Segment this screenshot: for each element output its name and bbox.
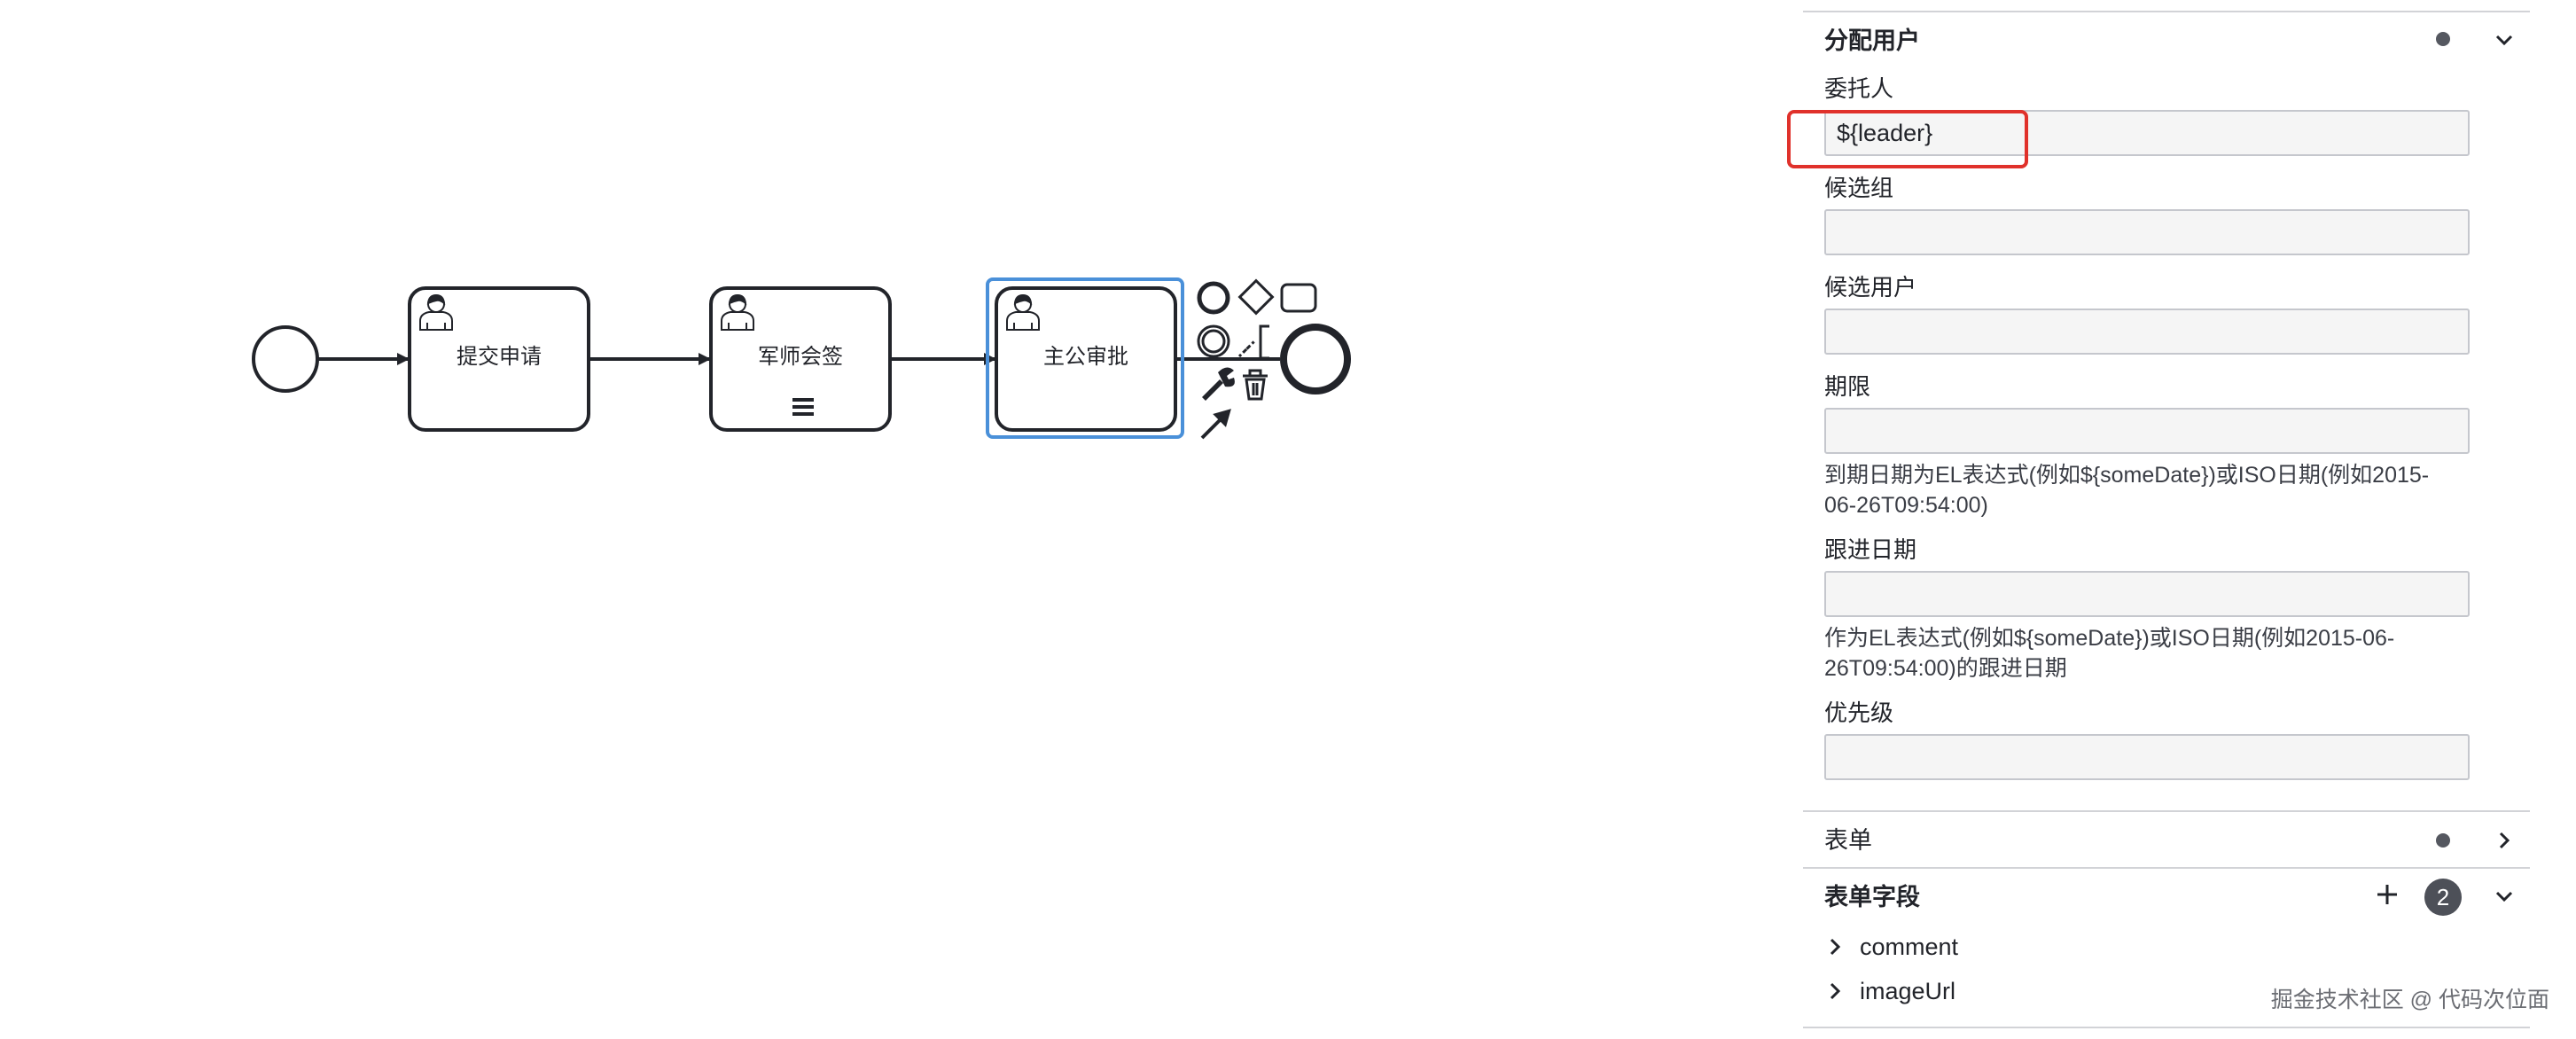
field-label-assignee: 委托人 [1824,75,1894,102]
follow-up-date-input[interactable] [1824,571,2470,617]
due-date-input[interactable] [1824,408,2470,454]
highlight-box [1787,110,2028,168]
end-event-icon[interactable] [1197,281,1230,315]
count-badge: 2 [2424,879,2462,916]
chevron-down-icon[interactable] [2491,27,2517,53]
status-dot-icon [2436,833,2450,848]
task-icon[interactable] [1280,283,1317,313]
due-date-hint: 到期日期为EL表达式(例如${someDate})或ISO日期(例如2015-0… [1824,463,2430,518]
selection-outline [986,277,1184,439]
user-icon [419,293,453,331]
assignee-input[interactable]: ${leader} [1824,110,2470,156]
list-item-label: imageUrl [1860,978,1956,1004]
user-icon [721,293,754,331]
group-title: 分配用户 [1824,27,1920,54]
status-dot-icon [2436,32,2450,46]
divider [1803,11,2530,12]
chevron-right-icon [1830,982,1841,1000]
group-title: 表单 [1824,827,1872,854]
intermediate-event-icon[interactable] [1197,324,1230,358]
diagram-svg [252,277,1351,440]
task-label: 提交申请 [457,345,542,369]
annotation-icon[interactable] [1237,324,1269,360]
task-approve[interactable] [995,286,1177,432]
bpmn-canvas[interactable]: 提交申请 军师会签 主公审批 [0,0,1791,1039]
group-header-form-fields[interactable]: 表单字段 2 [1803,871,2530,924]
wrench-icon[interactable] [1202,367,1235,401]
chevron-right-icon[interactable] [2491,827,2517,854]
divider [1803,810,2530,812]
divider [1803,867,2530,869]
list-item-label: comment [1860,934,1959,960]
trash-icon[interactable] [1243,369,1268,401]
field-label-due-date: 期限 [1824,373,1871,400]
divider [1803,1027,2530,1028]
field-label-priority: 优先级 [1824,699,1894,726]
connect-arrow-icon[interactable] [1200,409,1231,440]
add-icon[interactable] [2374,881,2400,908]
watermark: 掘金技术社区 @ 代码次位面 [2270,988,2549,1012]
candidate-groups-input[interactable] [1824,209,2470,255]
properties-panel: 分配用户 委托人 ${leader} 候选组 候选用户 期限 到期日期为EL表达… [1803,0,2530,1039]
user-icon [1006,293,1040,331]
field-label-follow-up-date: 跟进日期 [1824,536,1917,563]
candidate-users-input[interactable] [1824,309,2470,355]
group-title: 表单字段 [1824,884,1920,910]
follow-up-date-hint: 作为EL表达式(例如${someDate})或ISO日期(例如2015-06-2… [1824,626,2395,681]
field-label-candidate-groups: 候选组 [1824,175,1894,201]
chevron-right-icon [1830,938,1841,956]
group-header-assignment[interactable]: 分配用户 [1803,14,2530,67]
task-label: 军师会签 [758,345,843,369]
start-event[interactable] [252,325,319,393]
task-label: 主公审批 [1043,345,1128,369]
gateway-icon[interactable] [1237,278,1275,316]
field-label-candidate-users: 候选用户 [1824,274,1917,301]
context-pad [1197,278,1317,440]
group-header-form[interactable]: 表单 [1803,814,2530,867]
priority-input[interactable] [1824,734,2470,780]
multi-instance-icon [792,398,814,416]
task-countersign[interactable] [709,286,892,432]
task-submit[interactable] [408,286,590,432]
end-event[interactable] [1280,324,1351,395]
chevron-down-icon[interactable] [2491,883,2517,910]
